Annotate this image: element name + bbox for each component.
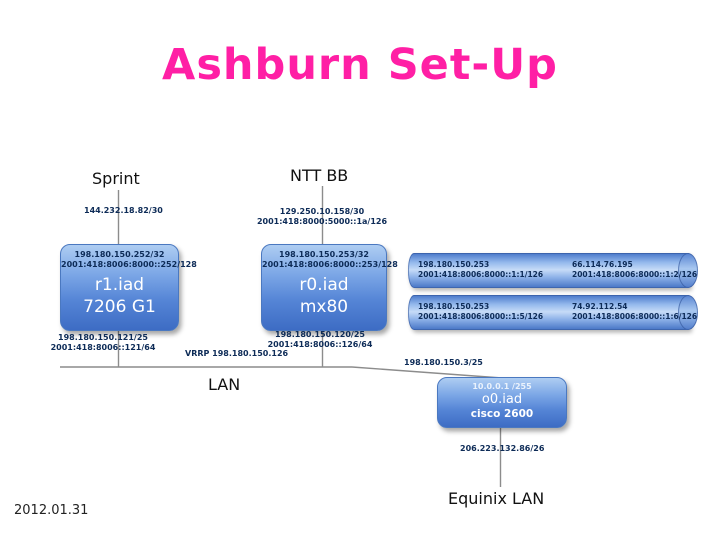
tunnel-1-left-ipv4: 198.180.150.253 (418, 260, 490, 269)
tunnel-1-cap (678, 253, 698, 288)
r0-lan-ipv6: 2001:418:8006::126/64 (267, 340, 373, 349)
r1-loopback-ipv6: 2001:418:8006:8000::252/128 (61, 260, 197, 269)
r1-lan-ips: 198.180.150.121/25 2001:418:8006::121/64 (45, 333, 161, 353)
ntt-link-ips: 129.250.10.158/30 2001:418:8000:5000::1a… (252, 207, 392, 227)
tunnel-2-right-ipv4: 74.92.112.54 (572, 302, 628, 311)
r0-lan-ipv4: 198.180.150.120/25 (275, 330, 365, 339)
o0-model: cisco 2600 (470, 408, 534, 420)
tunnel-2-left-ipv4: 198.180.150.253 (418, 302, 490, 311)
r0-name: r0.iad (299, 275, 349, 295)
slide-title: Ashburn Set-Up (162, 40, 558, 90)
tunnel-1-left-ipv6: 2001:418:8006:8000::1:1/126 (418, 270, 544, 279)
r1-model: 7206 G1 (83, 297, 156, 317)
r0-model: mx80 (299, 297, 349, 317)
sprint-label: Sprint (92, 169, 140, 188)
tunnel-2-right-ipv6: 2001:418:8006:8000::1:6/126 (572, 312, 698, 321)
tunnel-2: 198.180.150.253 2001:418:8006:8000::1:5/… (408, 295, 698, 330)
vrrp-label: VRRP 198.180.150.126 (185, 349, 289, 358)
date-label: 2012.01.31 (14, 503, 89, 518)
o0-downlink-ip: 206.223.132.86/26 (460, 444, 545, 453)
r0-loopback-ipv6: 2001:418:8006:8000::253/128 (262, 260, 398, 269)
lan-label: LAN (208, 375, 241, 394)
ntt-link-ipv4: 129.250.10.158/30 (279, 207, 365, 216)
o0-name: o0.iad (481, 392, 523, 407)
r1-loopback-ipv4: 198.180.150.252/32 (74, 250, 165, 259)
tunnel-2-cap (678, 295, 698, 330)
tunnel-1-right-ipv6: 2001:418:8006:8000::1:2/126 (572, 270, 698, 279)
ntt-link-ipv6: 2001:418:8000:5000::1a/126 (256, 217, 388, 226)
router-o0: 10.0.0.1 /255 o0.iad cisco 2600 (437, 377, 567, 428)
lan-to-o0-line (351, 366, 503, 379)
router-r1: 198.180.150.252/32 2001:418:8006:8000::2… (60, 244, 197, 331)
o0-ip: 10.0.0.1 /255 (472, 382, 532, 391)
tunnel-2-left-ips: 198.180.150.253 2001:418:8006:8000::1:5/… (418, 302, 543, 322)
equinix-lan-label: Equinix LAN (448, 489, 545, 508)
tunnel-1-right-ipv4: 66.114.76.195 (572, 260, 633, 269)
r0-loopback-ipv4: 198.180.150.253/32 (279, 250, 369, 259)
ntt-bb-label: NTT BB (290, 166, 349, 185)
r1-lan-ipv4: 198.180.150.121/25 (58, 333, 148, 342)
tunnel-2-right-ips: 74.92.112.54 2001:418:8006:8000::1:6/126 (572, 302, 697, 322)
tunnel-1-right-ips: 66.114.76.195 2001:418:8006:8000::1:2/12… (572, 260, 697, 280)
r1-name: r1.iad (94, 275, 145, 295)
tunnel-2-left-ipv6: 2001:418:8006:8000::1:5/126 (418, 312, 544, 321)
r0-lan-ips: 198.180.150.120/25 2001:418:8006::126/64 (258, 330, 382, 350)
router-r0: 198.180.150.253/32 2001:418:8006:8000::2… (261, 244, 398, 331)
o0-uplink-ip: 198.180.150.3/25 (404, 358, 483, 367)
sprint-link-ip: 144.232.18.82/30 (84, 206, 163, 215)
r1-lan-ipv6: 2001:418:8006::121/64 (50, 343, 156, 352)
tunnel-1-left-ips: 198.180.150.253 2001:418:8006:8000::1:1/… (418, 260, 543, 280)
tunnel-1: 198.180.150.253 2001:418:8006:8000::1:1/… (408, 253, 698, 288)
